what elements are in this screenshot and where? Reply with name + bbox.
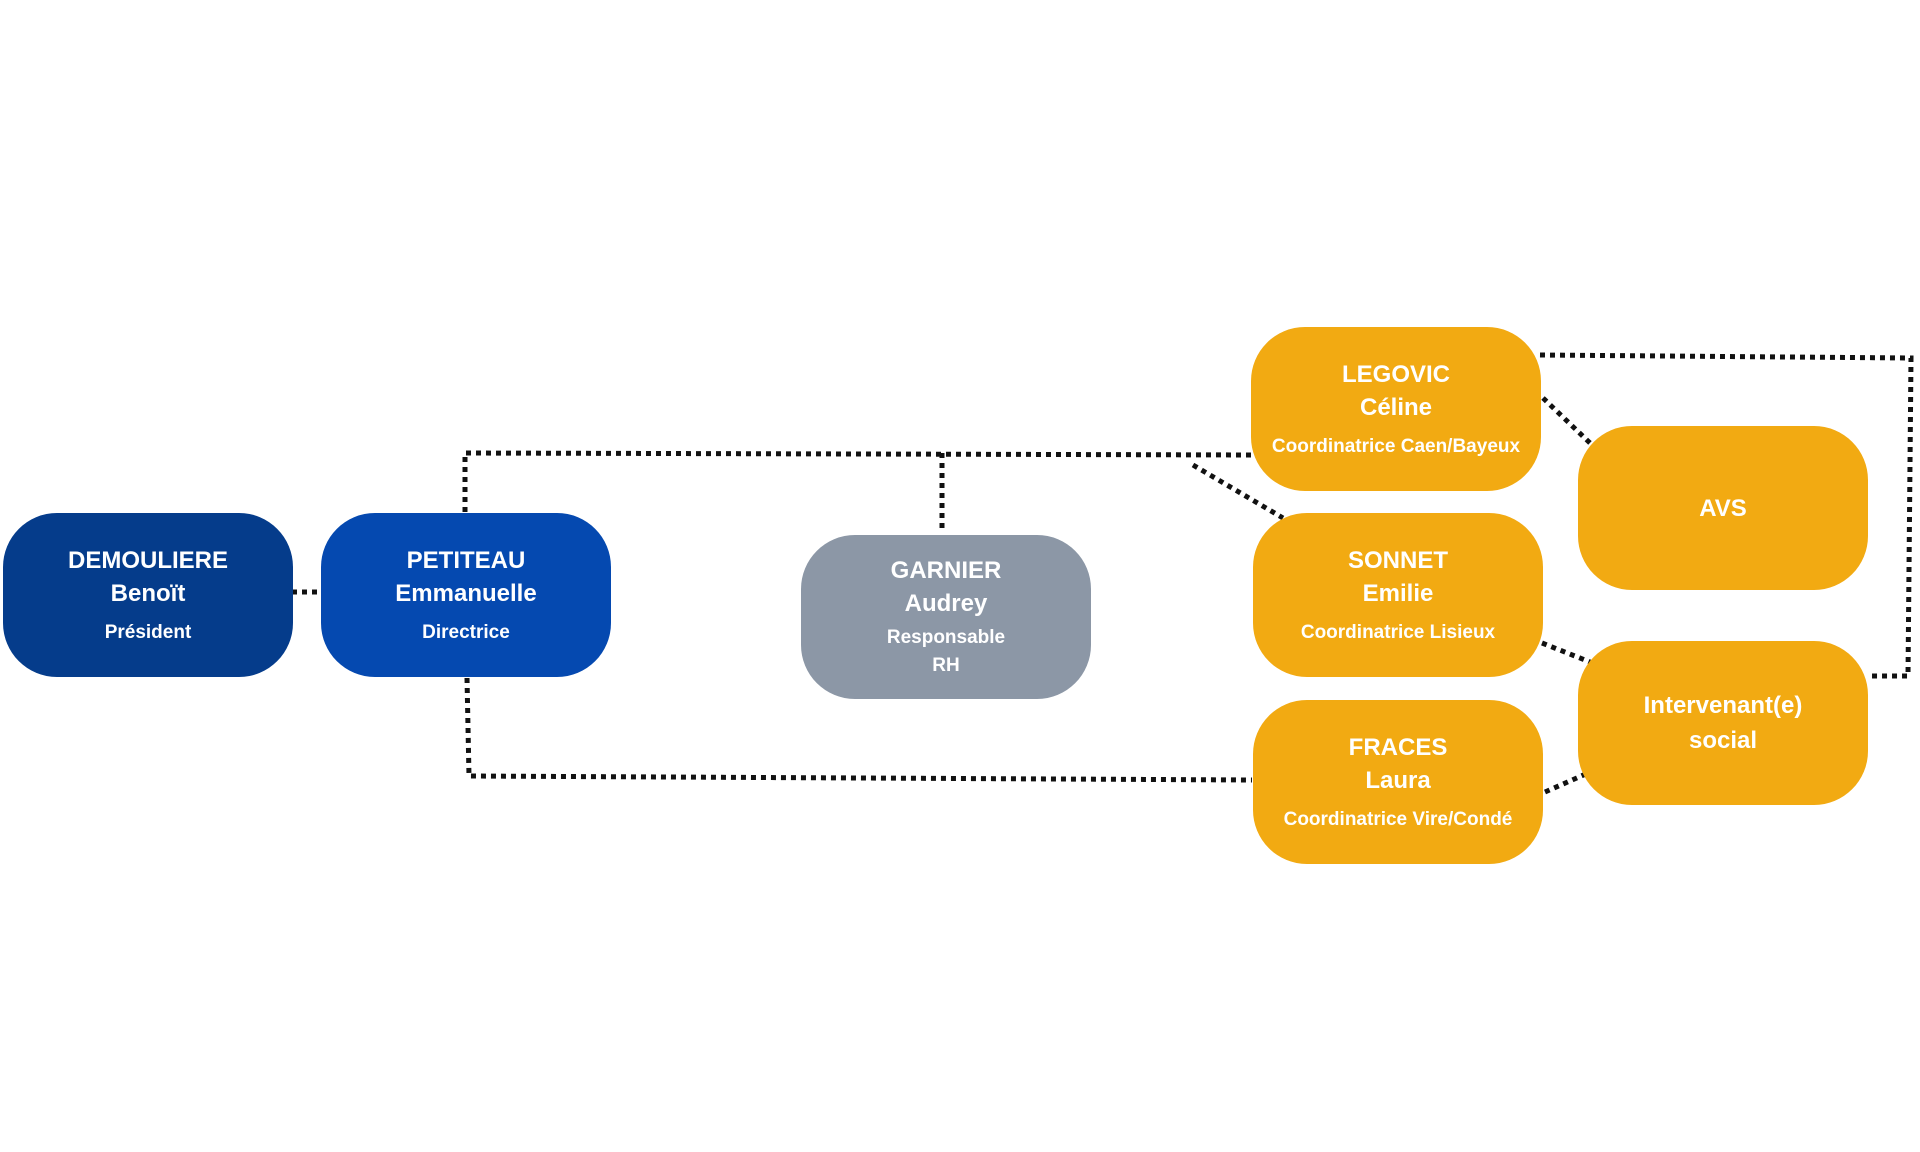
sonnet-social-connector bbox=[1541, 640, 1591, 665]
president-role: Président bbox=[104, 621, 192, 643]
director-fraces-connector bbox=[464, 677, 1253, 783]
node-avs: AVS bbox=[1578, 426, 1868, 590]
legovic-sonnet-connector bbox=[1191, 462, 1285, 521]
fraces-firstname: Laura bbox=[1365, 766, 1431, 794]
president-firstname: Benoït bbox=[110, 579, 186, 607]
node-fraces: FRACES Laura Coordinatrice Vire/Condé bbox=[1253, 700, 1543, 864]
fraces-role: Coordinatrice Vire/Condé bbox=[1283, 808, 1513, 830]
node-legovic: LEGOVIC Céline Coordinatrice Caen/Bayeux bbox=[1251, 327, 1541, 491]
sonnet-firstname: Emilie bbox=[1362, 579, 1434, 607]
node-director: PETITEAU Emmanuelle Directrice bbox=[321, 513, 611, 677]
director-firstname: Emmanuelle bbox=[395, 579, 537, 607]
president-surname: DEMOULIERE bbox=[67, 546, 228, 574]
legovic-surname: LEGOVIC bbox=[1341, 360, 1450, 388]
director-surname: PETITEAU bbox=[406, 546, 526, 574]
director-top-connector bbox=[462, 450, 1256, 512]
fraces-surname: FRACES bbox=[1348, 733, 1448, 761]
hr-surname: GARNIER bbox=[890, 557, 1002, 584]
sonnet-surname: SONNET bbox=[1347, 546, 1448, 574]
node-social: Intervenant(e) social bbox=[1578, 641, 1868, 805]
node-president: DEMOULIERE Benoït Président bbox=[3, 513, 293, 677]
legovic-firstname: Céline bbox=[1359, 393, 1433, 421]
node-sonnet: SONNET Emilie Coordinatrice Lisieux bbox=[1253, 513, 1543, 677]
hr-firstname: Audrey bbox=[904, 590, 988, 617]
hr-role: Responsable RH bbox=[886, 627, 1006, 676]
legovic-social-connector bbox=[1539, 352, 1914, 679]
node-hr: GARNIER Audrey Responsable RH bbox=[801, 535, 1091, 699]
sonnet-role: Coordinatrice Lisieux bbox=[1300, 621, 1496, 643]
director-role: Directrice bbox=[422, 621, 510, 643]
fraces-social-connector bbox=[1543, 770, 1590, 795]
avs-label: AVS bbox=[1699, 494, 1747, 522]
legovic-avs-connector bbox=[1541, 396, 1592, 445]
social-label: Intervenant(e) social bbox=[1643, 692, 1803, 754]
legovic-role: Coordinatrice Caen/Bayeux bbox=[1271, 435, 1521, 457]
